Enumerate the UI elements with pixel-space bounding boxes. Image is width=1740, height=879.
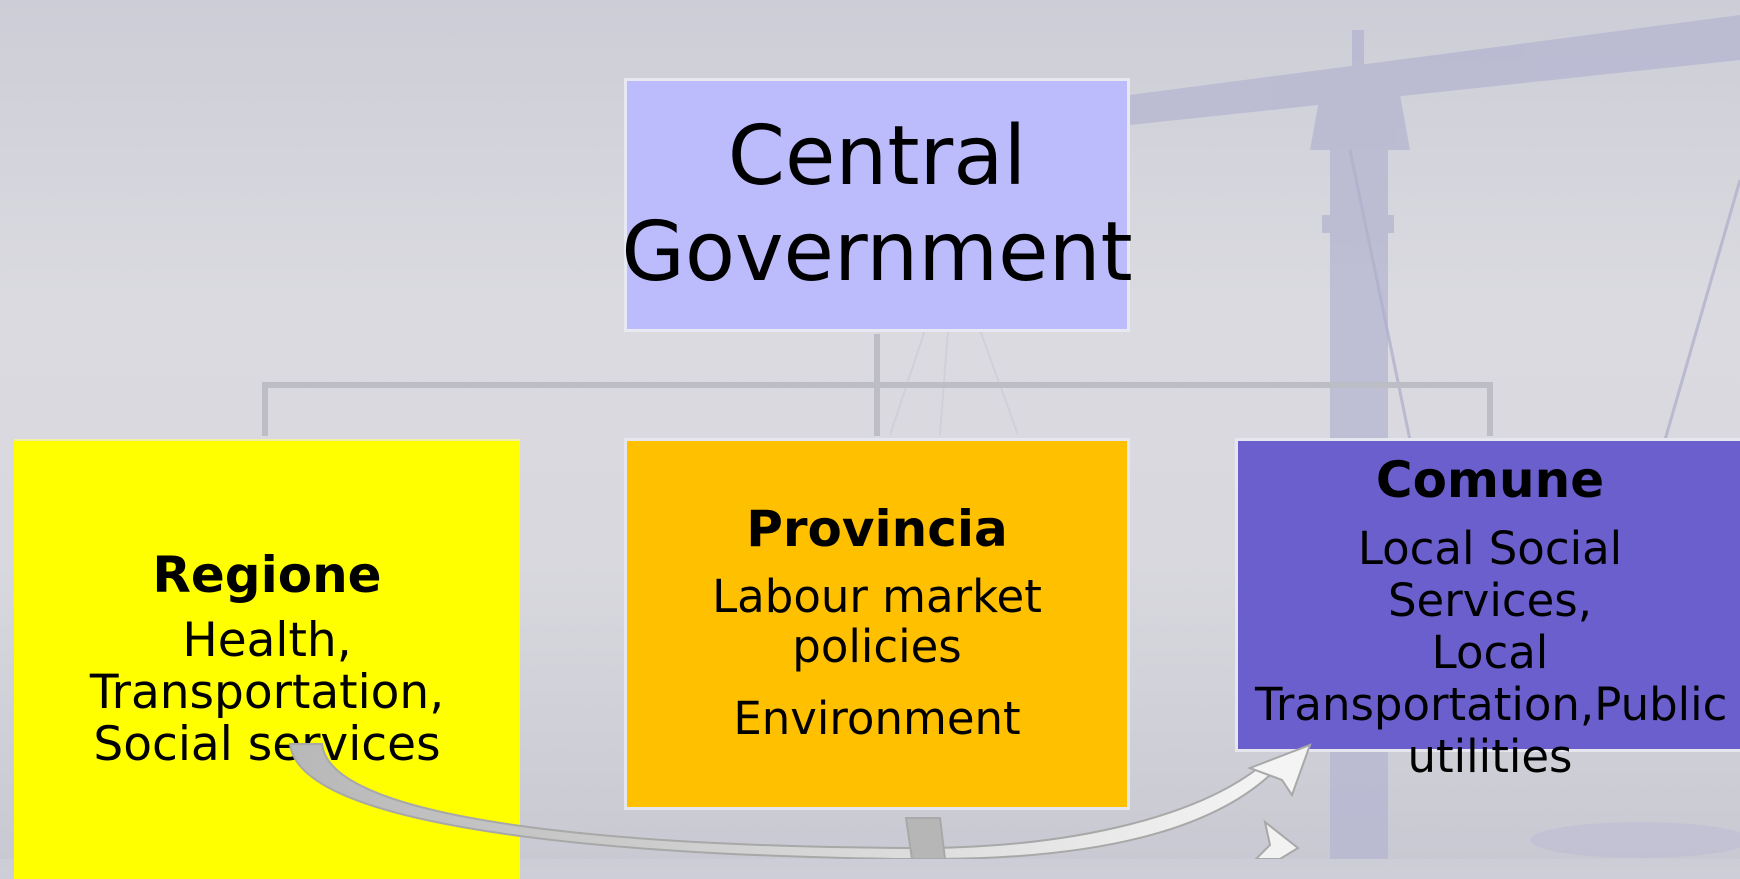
- comune-desc-line4: utilities: [1407, 730, 1573, 783]
- comune-desc-line2: Local: [1431, 626, 1549, 679]
- provincia-box: Provincia Labour market policies Environ…: [624, 438, 1130, 810]
- comune-box: Comune Local Social Services, Local Tran…: [1235, 438, 1740, 783]
- central-government-line2: Government: [621, 205, 1133, 300]
- comune-desc-line3: Transportation,Public: [1255, 678, 1728, 731]
- comune-desc-line1: Local Social Services,: [1357, 522, 1623, 627]
- regione-desc-line2: Social services: [93, 717, 441, 772]
- regione-box: Regione Health, Transportation, Social s…: [14, 439, 520, 879]
- provincia-desc-line1: Labour market policies: [712, 570, 1042, 673]
- provincia-title: Provincia: [746, 500, 1008, 558]
- comune-desc: Local Social Services, Local Transportat…: [1255, 522, 1728, 783]
- central-government-box: Central Government: [621, 78, 1133, 332]
- central-government-line1: Central: [727, 109, 1027, 204]
- provincia-desc-line2: Environment: [733, 692, 1021, 745]
- comune-title: Comune: [1375, 451, 1605, 509]
- regione-desc-line1: Health, Transportation,: [89, 613, 445, 720]
- regione-title: Regione: [152, 546, 382, 604]
- tree-connector: [262, 334, 1493, 436]
